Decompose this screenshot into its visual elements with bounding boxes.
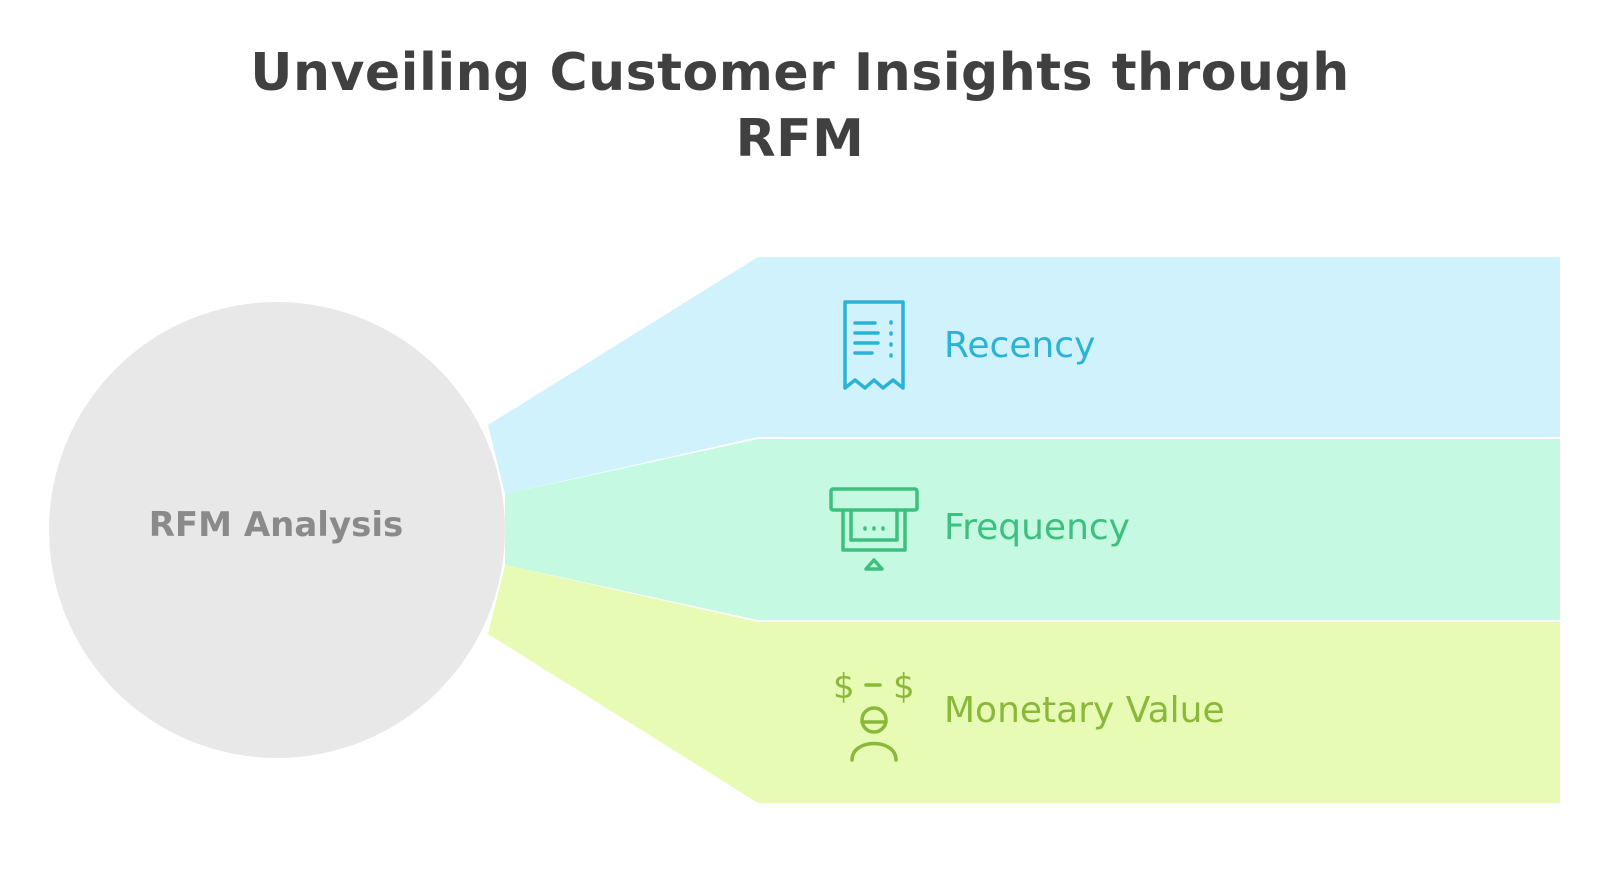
diagram-title: Unveiling Customer Insights through RFM [200, 40, 1400, 172]
monetary-value-band [488, 565, 1560, 803]
title-line-1: Unveiling Customer Insights through [250, 43, 1350, 103]
svg-text:$: $ [833, 667, 855, 707]
monetary-value-label: Monetary Value [944, 690, 1225, 731]
title-line-2: RFM [735, 109, 865, 169]
person-money-icon: $ $ [833, 667, 915, 762]
svg-text:$: $ [893, 667, 915, 707]
receipt-icon [843, 300, 905, 390]
recency-label: Recency [944, 325, 1096, 366]
recency-band [488, 257, 1560, 494]
atm-withdrawal-icon [829, 487, 919, 571]
rfm-analysis-label: RFM Analysis [148, 505, 404, 545]
frequency-band [505, 439, 1560, 620]
rfm-analysis-circle [49, 302, 505, 758]
frequency-label: Frequency [944, 507, 1130, 548]
